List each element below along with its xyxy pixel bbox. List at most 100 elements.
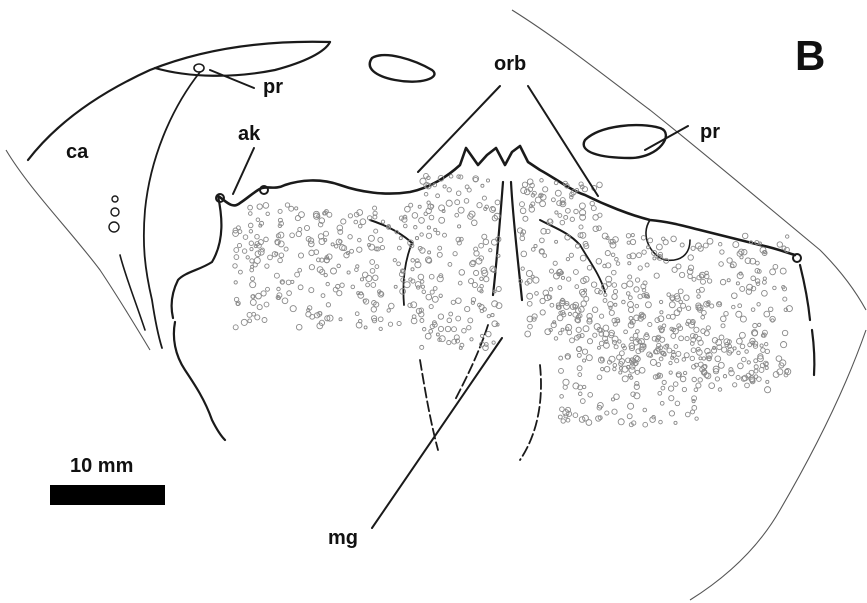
tubercle-dot <box>527 301 532 306</box>
tubercle-dot <box>575 285 579 289</box>
tubercle-dot <box>248 205 253 210</box>
tubercle-dot <box>247 312 252 317</box>
tubercle-dot <box>661 386 665 390</box>
tubercle-dot <box>697 295 701 299</box>
tubercle-dot <box>729 370 735 376</box>
tubercle-dot <box>379 327 382 330</box>
tubercle-dot <box>678 289 683 294</box>
tubercle-dot <box>609 356 615 362</box>
tubercle-dot <box>614 345 618 349</box>
tubercle-dot <box>491 313 494 316</box>
tubercle-dot <box>309 250 315 256</box>
tubercle-dot <box>733 347 736 350</box>
tubercle-dot <box>482 196 486 200</box>
tubercle-dot <box>426 233 431 238</box>
tubercle-dot <box>327 212 332 217</box>
tubercle-dot <box>439 205 445 211</box>
tubercle-dot <box>558 286 562 290</box>
tubercle-dot <box>551 198 555 202</box>
tubercle-dot <box>309 265 314 270</box>
tubercle-dot <box>234 255 239 260</box>
tubercle-dot <box>306 312 311 317</box>
lower-right-ridge <box>520 365 541 460</box>
tubercle-dot <box>727 279 730 282</box>
tubercle-dot <box>362 272 368 278</box>
tubercle-dot <box>785 369 789 373</box>
tubercle-dot <box>334 245 338 249</box>
tubercle-dot <box>673 382 678 387</box>
pore-3 <box>109 222 119 232</box>
slab-edge-right <box>690 330 866 600</box>
left-lateral-margin <box>172 196 225 440</box>
tubercle-dot <box>720 279 725 284</box>
tubercle-dot <box>609 306 612 309</box>
tubercle-dot <box>635 304 639 308</box>
tubercle-dot <box>439 217 445 223</box>
tubercle-dot <box>449 174 453 178</box>
tubercle-dot <box>583 359 586 362</box>
tubercle-dot <box>724 311 728 315</box>
tubercle-dot <box>436 231 440 235</box>
tubercle-dot <box>587 339 592 344</box>
tubercle-dot <box>560 395 564 399</box>
tubercle-dot <box>757 303 760 306</box>
tubercle-dot <box>582 349 587 354</box>
tubercle-dot <box>603 299 607 303</box>
tubercle-dot <box>324 231 329 236</box>
tubercle-dot <box>298 253 303 258</box>
tubercle-dot <box>670 314 675 319</box>
tubercle-dot <box>420 319 424 323</box>
tubercle-dot <box>690 356 694 360</box>
tubercle-dot <box>460 237 464 241</box>
tubercle-dot <box>631 233 634 236</box>
tubercle-dot <box>420 345 424 349</box>
tubercle-dot <box>706 326 710 330</box>
tubercle-dot <box>612 283 617 288</box>
tubercle-dot <box>703 243 708 248</box>
tubercle-dot <box>699 357 702 360</box>
tubercle-dot <box>421 285 424 288</box>
right-lateral-margin <box>800 265 814 375</box>
tubercle-dot <box>465 306 470 311</box>
tubercle-dot <box>738 363 744 369</box>
tubercle-dot <box>641 236 645 240</box>
tubercle-dot <box>559 331 563 335</box>
tubercle-dot <box>566 208 571 213</box>
tubercle-dot <box>681 303 686 308</box>
tubercle-dot <box>701 329 706 334</box>
tubercle-dot <box>262 318 267 323</box>
tubercle-dot <box>252 312 256 316</box>
tubercle-dot <box>540 298 545 303</box>
tubercle-dot <box>737 351 741 355</box>
label-pr-left: pr <box>263 76 283 98</box>
tubercle-dot <box>309 288 314 293</box>
pointer-orb-right <box>528 86 598 196</box>
tubercle-dot <box>597 346 600 349</box>
tubercle-dot <box>378 317 383 322</box>
tubercle-dot <box>583 326 589 332</box>
tubercle-dot <box>374 229 378 233</box>
tubercle-dot <box>480 277 483 280</box>
tubercle-dot <box>304 225 309 230</box>
tubercle-dot <box>266 212 270 216</box>
tubercle-dot <box>474 251 479 256</box>
tubercle-dot <box>432 296 438 302</box>
tubercle-dot <box>628 275 632 279</box>
tubercle-dot <box>719 335 724 340</box>
tubercle-dot <box>591 282 596 287</box>
tubercle-dot <box>458 281 462 285</box>
tubercle-dot <box>381 220 384 223</box>
tubercle-dot <box>593 333 597 337</box>
tubercle-dot <box>718 242 721 245</box>
tubercle-dot <box>596 259 602 265</box>
tubercle-dot <box>522 182 527 187</box>
tubercle-dot <box>447 188 451 192</box>
tubercle-dot <box>660 311 663 314</box>
tubercle-dot <box>339 318 342 321</box>
tubercle-dot <box>745 383 750 388</box>
tubercle-dot <box>265 264 269 268</box>
tubercle-dot <box>299 212 305 218</box>
tubercle-dot <box>420 280 423 283</box>
tubercle-dot <box>366 275 372 281</box>
